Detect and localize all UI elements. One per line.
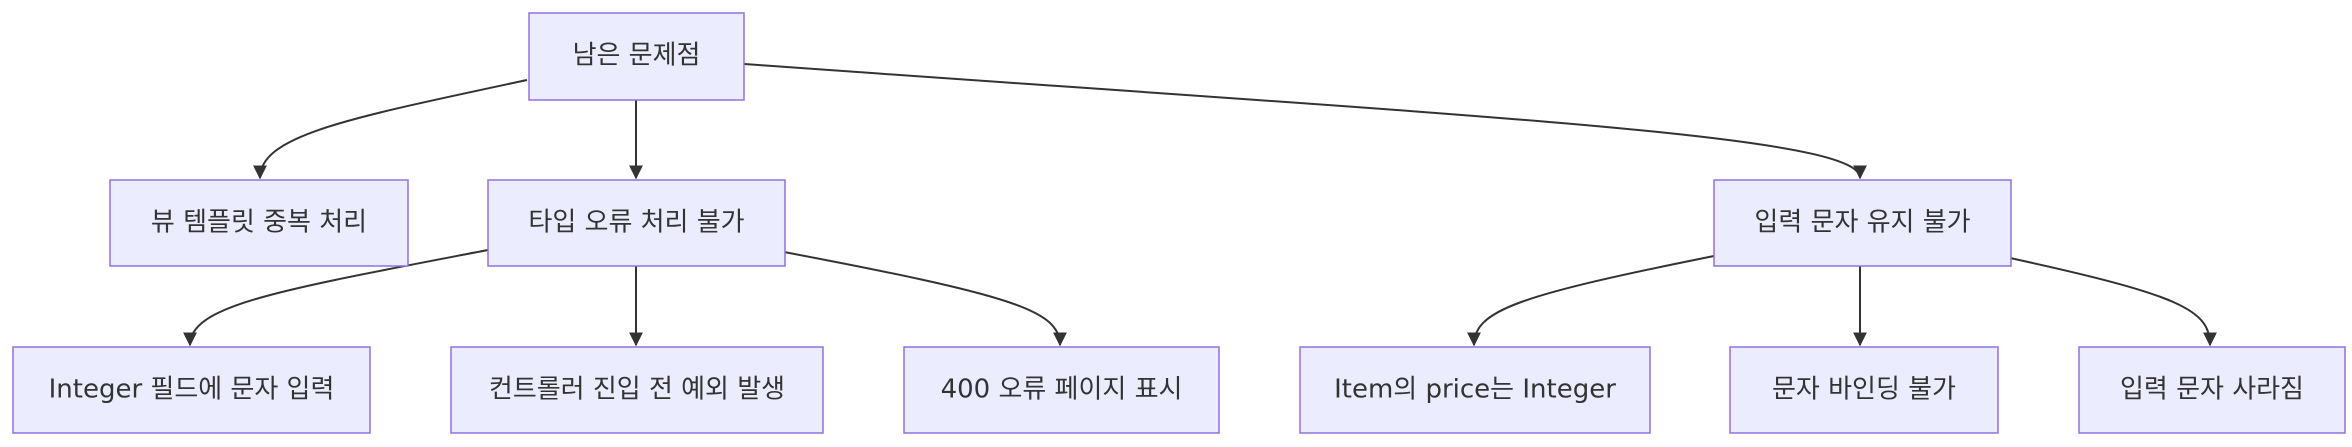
node-input-lost-label: 입력 문자 사라짐	[2120, 375, 2304, 405]
node-no-binding-label: 문자 바인딩 불가	[1772, 375, 1956, 405]
node-price-integer-label: Item의 price는 Integer	[1334, 375, 1616, 405]
edges-group	[183, 63, 2217, 347]
edge-root-to-input-keep	[743, 63, 1867, 180]
node-int-field[interactable]: Integer 필드에 문자 입력	[12, 346, 371, 434]
node-page-400[interactable]: 400 오류 페이지 표시	[903, 346, 1220, 434]
edge-input-keep-to-input-lost	[2009, 257, 2217, 347]
node-page-400-label: 400 오류 페이지 표시	[941, 375, 1183, 405]
node-type-error-label: 타입 오류 처리 불가	[528, 208, 744, 238]
node-input-lost[interactable]: 입력 문자 사라짐	[2078, 346, 2346, 434]
node-no-binding[interactable]: 문자 바인딩 불가	[1729, 346, 1999, 434]
node-view-dup[interactable]: 뷰 템플릿 중복 처리	[109, 179, 409, 267]
node-root[interactable]: 남은 문제점	[528, 12, 745, 101]
node-controller-exc[interactable]: 컨트롤러 진입 전 예외 발생	[450, 346, 824, 434]
node-view-dup-label: 뷰 템플릿 중복 처리	[151, 208, 367, 238]
node-root-label: 남은 문제점	[573, 41, 701, 71]
nodes-group: 남은 문제점 뷰 템플릿 중복 처리 타입 오류 처리 불가 입력 문자 유지 …	[12, 12, 2346, 434]
edge-type-error-to-page-400	[783, 251, 1067, 347]
edge-input-keep-to-price-integer	[1467, 255, 1715, 347]
node-type-error[interactable]: 타입 오류 처리 불가	[487, 179, 786, 267]
edge-root-to-view-dup	[253, 79, 528, 180]
edge-type-error-to-int-field	[183, 249, 489, 347]
node-price-integer[interactable]: Item의 price는 Integer	[1299, 346, 1651, 434]
node-input-keep[interactable]: 입력 문자 유지 불가	[1713, 179, 2012, 267]
node-controller-exc-label: 컨트롤러 진입 전 예외 발생	[489, 375, 785, 405]
node-input-keep-label: 입력 문자 유지 불가	[1754, 208, 1970, 238]
node-int-field-label: Integer 필드에 문자 입력	[49, 375, 335, 405]
